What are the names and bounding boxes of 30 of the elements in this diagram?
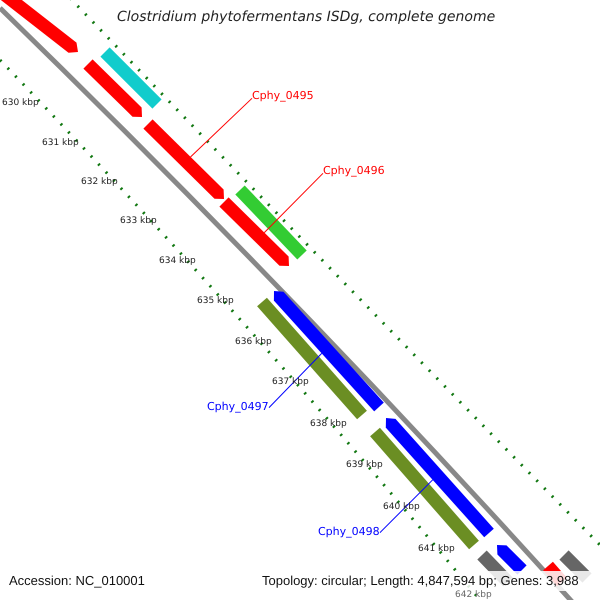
- gene-bar: [386, 418, 494, 538]
- gene-label: Cphy_0498: [318, 526, 380, 537]
- scale-label: 638 kbp: [310, 420, 347, 429]
- scale-label: 636 kbp: [235, 338, 272, 347]
- gene-label: Cphy_0495: [252, 90, 314, 101]
- scale-label: 641 kbp: [418, 545, 455, 554]
- accession-text: Accession: NC_010001: [9, 574, 145, 587]
- gene-bar: [235, 186, 307, 260]
- leader-line: [268, 352, 322, 408]
- scale-label: 635 kbp: [197, 297, 234, 306]
- gene-bar: [1, 0, 78, 53]
- gene-label: Cphy_0497: [207, 401, 269, 412]
- scale-label: 634 kbp: [159, 257, 196, 266]
- scale-label: 631 kbp: [42, 139, 79, 148]
- scale-label: 642 kbp: [455, 591, 492, 600]
- gene-bar: [100, 47, 162, 109]
- gene-bar: [274, 291, 384, 412]
- leader-line: [264, 172, 324, 234]
- scale-label: 630 kbp: [2, 99, 39, 108]
- leader-line: [190, 98, 252, 158]
- gene-label: Cphy_0496: [323, 165, 385, 176]
- title: Clostridium phytofermentans ISDg, complete genome: [117, 10, 496, 24]
- scale-label: 632 kbp: [81, 178, 118, 187]
- scale-label: 633 kbp: [120, 217, 157, 226]
- scale-label: 639 kbp: [346, 461, 383, 470]
- leader-line: [380, 479, 434, 534]
- gene-bar: [83, 59, 142, 117]
- gene-bar: [143, 119, 224, 199]
- gene-bar: [219, 197, 289, 266]
- genome-info-text: Topology: circular; Length: 4,847,594 bp; Genes: 3,988: [262, 574, 579, 587]
